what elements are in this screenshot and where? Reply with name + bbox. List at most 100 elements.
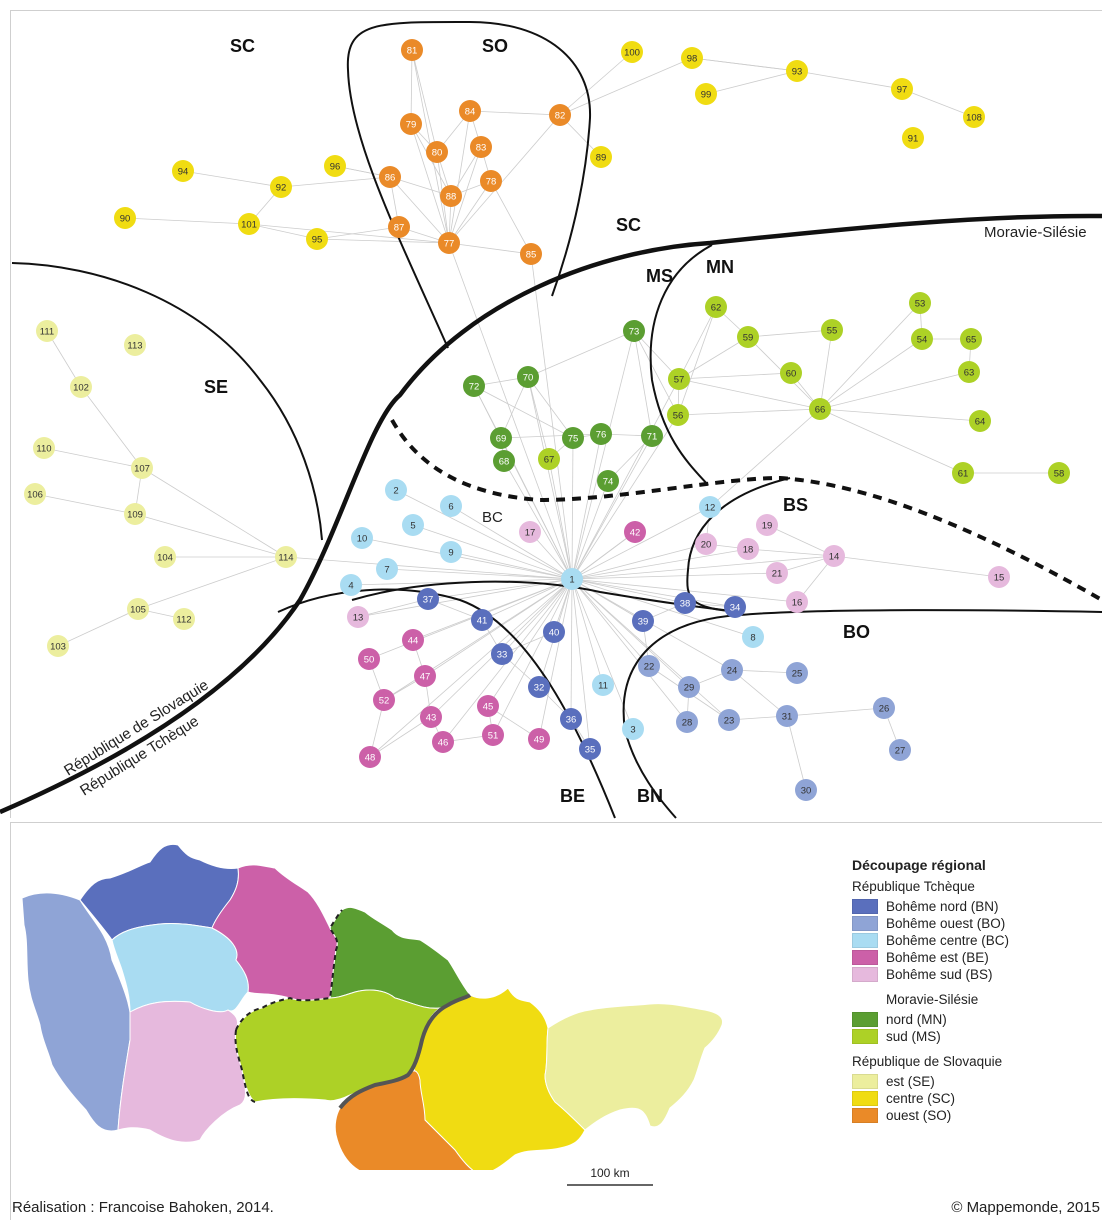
graph-node: 20 <box>695 533 717 555</box>
graph-edge <box>448 242 532 255</box>
legend-sk-title: République de Slovaquie <box>852 1054 1003 1069</box>
node-marker <box>127 598 149 620</box>
node-marker <box>306 228 328 250</box>
graph-node: 64 <box>969 410 991 432</box>
node-marker <box>624 521 646 543</box>
node-label: 25 <box>792 669 803 680</box>
node-marker <box>695 533 717 555</box>
graph-edge <box>389 176 450 244</box>
graph-node: 87 <box>388 216 410 238</box>
graph-node: 14 <box>823 545 845 567</box>
graph-node: 78 <box>480 170 502 192</box>
node-label: 9 <box>448 548 453 559</box>
graph-node: 100 <box>621 41 643 63</box>
graph-node: 57 <box>668 368 690 390</box>
node-label: 64 <box>975 417 986 428</box>
node-label: 61 <box>958 469 969 480</box>
node-marker <box>347 606 369 628</box>
node-marker <box>724 596 746 618</box>
node-label: 85 <box>526 250 537 261</box>
node-marker <box>902 127 924 149</box>
graph-edge <box>448 180 492 244</box>
node-label: 89 <box>596 153 607 164</box>
graph-edge <box>500 433 602 439</box>
graph-node: 33 <box>491 643 513 665</box>
node-marker <box>674 592 696 614</box>
node-marker <box>756 514 778 536</box>
graph-node: 21 <box>766 562 788 584</box>
legend-swatch <box>852 916 878 931</box>
region-boundaries <box>0 20 1102 819</box>
graph-edge <box>571 480 609 580</box>
graph-node: 77 <box>438 232 460 254</box>
label-moravie: Moravie-Silésie <box>984 224 1087 241</box>
node-marker <box>517 366 539 388</box>
node-marker <box>131 457 153 479</box>
graph-edge <box>571 572 778 580</box>
node-marker <box>699 496 721 518</box>
graph-edge <box>386 568 573 580</box>
graph-edge <box>833 555 1000 578</box>
graph-edge <box>357 598 429 618</box>
node-label: 113 <box>127 341 142 352</box>
node-label: 52 <box>379 696 390 707</box>
node-label: 14 <box>829 552 840 563</box>
graph-node: 65 <box>960 328 982 350</box>
graph-edge <box>678 336 749 380</box>
node-marker <box>114 207 136 229</box>
border-mn <box>649 244 713 486</box>
graph-edge <box>678 372 792 380</box>
node-marker <box>519 521 541 543</box>
graph-node: 28 <box>676 711 698 733</box>
graph-node: 3 <box>622 718 644 740</box>
node-marker <box>154 546 176 568</box>
node-label: 92 <box>276 183 287 194</box>
node-label: 33 <box>497 650 508 661</box>
graph-node: 73 <box>623 320 645 342</box>
node-label: 3 <box>630 725 635 736</box>
node-marker <box>480 170 502 192</box>
graph-edge <box>571 433 602 580</box>
node-marker <box>490 427 512 449</box>
graph-node: 58 <box>1048 462 1070 484</box>
node-label: 83 <box>476 143 487 154</box>
node-marker <box>358 648 380 670</box>
graph-node: 107 <box>131 457 153 479</box>
node-label: 39 <box>638 617 649 628</box>
legend-swatch <box>852 1091 878 1106</box>
node-marker <box>270 176 292 198</box>
node-label: 8 <box>750 633 755 644</box>
graph-edge <box>571 378 680 580</box>
graph-edge <box>538 578 573 740</box>
graph-edge <box>705 70 798 95</box>
node-label: 112 <box>176 615 191 626</box>
graph-node: 32 <box>528 676 550 698</box>
node-label: 29 <box>684 683 695 694</box>
graph-node: 31 <box>776 705 798 727</box>
graph-edge <box>527 376 574 439</box>
border-se <box>11 262 323 541</box>
node-marker <box>477 695 499 717</box>
graph-edge <box>410 123 450 244</box>
node-marker <box>471 609 493 631</box>
node-marker <box>621 41 643 63</box>
node-label: 60 <box>786 369 797 380</box>
node-marker <box>470 136 492 158</box>
node-label: 43 <box>426 713 437 724</box>
graph-node: 50 <box>358 648 380 670</box>
node-label: 75 <box>568 434 579 445</box>
graph-edge <box>571 531 636 580</box>
graph-edge <box>124 217 250 225</box>
legend-swatch <box>852 933 878 948</box>
graph-node: 54 <box>911 328 933 350</box>
graph-node: 44 <box>402 629 424 651</box>
sk-legend-item: ouest (SO) <box>852 1107 1097 1124</box>
node-marker <box>24 483 46 505</box>
graph-node: 84 <box>459 100 481 122</box>
graph-node: 22 <box>638 655 660 677</box>
legend: Découpage régional République Tchèque Bo… <box>852 857 1097 1124</box>
graph-node: 36 <box>560 708 582 730</box>
node-marker <box>737 326 759 348</box>
node-label: 71 <box>647 432 658 443</box>
scale-line <box>567 1184 653 1186</box>
